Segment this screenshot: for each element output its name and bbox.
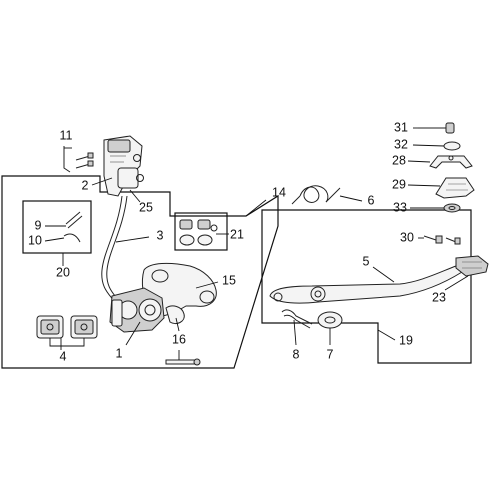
callout-32: 32 (394, 137, 408, 151)
callout-19: 19 (399, 333, 413, 347)
callout-33: 33 (393, 200, 407, 214)
callout-14: 14 (272, 185, 286, 199)
callout-20: 20 (56, 265, 70, 279)
callout-28: 28 (392, 153, 406, 167)
callout-7: 7 (327, 347, 334, 361)
brake-pedal-group-frame (261, 209, 472, 364)
bracket-28 (429, 155, 473, 169)
bracket-hole-top (151, 269, 169, 283)
callout-8: 8 (293, 347, 300, 361)
pedal-bolts (423, 235, 461, 245)
pad-spring-box (22, 200, 92, 254)
bracket-hole-right (199, 290, 215, 304)
brake-hose-outline (106, 195, 128, 305)
callout-23: 23 (432, 290, 446, 304)
pedal-tip (455, 255, 489, 277)
mounting-screws (63, 146, 94, 173)
callout-1: 1 (116, 346, 123, 360)
bolt-31 (418, 122, 455, 134)
callout-4: 4 (60, 349, 67, 363)
callout-25: 25 (139, 200, 153, 214)
cotter-pin (281, 309, 313, 329)
callout-16: 16 (172, 332, 186, 346)
callout-3: 3 (157, 228, 164, 242)
callout-30: 30 (400, 230, 414, 244)
leader-lines (44, 127, 469, 360)
callout-5: 5 (363, 254, 370, 268)
master-cylinder (103, 135, 144, 197)
pad-29 (435, 177, 475, 199)
callout-6: 6 (368, 193, 375, 207)
brake-hose (101, 195, 123, 305)
callout-29: 29 (392, 177, 406, 191)
callout-31: 31 (394, 120, 408, 134)
callout-21: 21 (230, 227, 244, 241)
return-spring (291, 185, 341, 205)
brake-caliper (109, 287, 185, 333)
brake-pads (36, 315, 98, 339)
caliper-seal-kit (179, 219, 218, 246)
caliper-seal-kit-box (174, 212, 228, 251)
callout-11: 11 (60, 128, 73, 142)
nut-33 (443, 203, 461, 213)
callout-9: 9 (35, 218, 42, 232)
callout-15: 15 (222, 273, 236, 287)
pad-pin-and-spring (63, 211, 83, 243)
washer-32 (443, 141, 461, 151)
callout-10: 10 (28, 233, 42, 247)
callout-2: 2 (82, 178, 89, 192)
pedal-washer (317, 311, 343, 329)
caliper-pin (165, 358, 201, 366)
